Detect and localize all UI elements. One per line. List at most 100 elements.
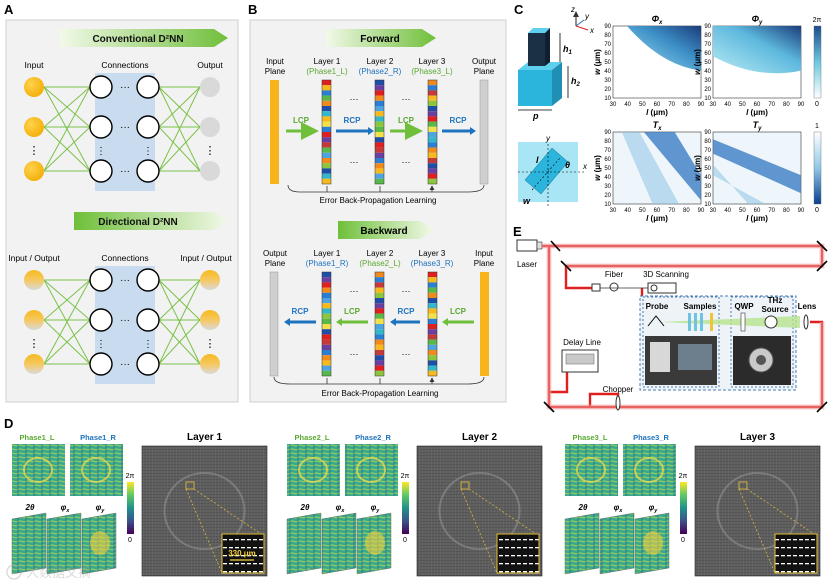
backward-banner bbox=[338, 221, 434, 239]
y-tick-label: 50 bbox=[604, 166, 611, 172]
hidden-node bbox=[89, 75, 113, 99]
metasurface-pixel bbox=[428, 365, 437, 371]
rcp-label: RCP bbox=[398, 307, 416, 316]
metasurface-pixel bbox=[428, 282, 437, 288]
y-tick-label: 30 bbox=[604, 78, 611, 84]
horizontal-dots: ··· bbox=[120, 275, 130, 286]
metasurface-pixel bbox=[322, 137, 331, 143]
horizontal-dots: ··· bbox=[120, 359, 130, 370]
phase-r-map bbox=[345, 444, 398, 496]
horizontal-dots: ··· bbox=[350, 94, 359, 104]
phase-r-map bbox=[623, 444, 676, 496]
output-plane-label: Output bbox=[472, 57, 497, 66]
x-tick-label: 50 bbox=[739, 208, 746, 214]
vertical-dots: ⋮ bbox=[29, 338, 40, 350]
h1-label: h1 bbox=[563, 44, 573, 56]
vertical-dots: ⋮ bbox=[143, 339, 153, 350]
metasurface-pixel bbox=[428, 287, 437, 293]
x-tick-label: 50 bbox=[739, 102, 746, 108]
panel-b: B Forward Input Plane Layer 1 (Phase1_L)… bbox=[248, 2, 507, 403]
metasurface-pixel bbox=[322, 100, 331, 106]
map-x-axis-label: l (μm) bbox=[746, 214, 768, 223]
zoom-guide-lines bbox=[460, 488, 540, 574]
conventional-banner bbox=[60, 29, 228, 47]
backward-layer-strips bbox=[321, 271, 438, 377]
layer-ring-pattern bbox=[716, 472, 799, 550]
bwd-layer2-phase: (Phase2_L) bbox=[359, 259, 401, 268]
metasurface-pixel bbox=[322, 147, 331, 153]
zoom-inset bbox=[221, 533, 265, 574]
connection-lines-top bbox=[43, 86, 201, 172]
metasurface-pixel bbox=[375, 308, 384, 314]
metasurface-pixel bbox=[375, 272, 384, 278]
mirror bbox=[560, 260, 572, 272]
metasurface-pixel bbox=[428, 360, 437, 366]
y-tick-label: 20 bbox=[704, 87, 711, 93]
error-label-forward: Error Back-Propagation Learning bbox=[320, 196, 437, 205]
metasurface-pixel bbox=[428, 318, 437, 324]
metasurface-pixel bbox=[375, 287, 384, 293]
phix-label: φx bbox=[336, 503, 346, 514]
metasurface-pixel bbox=[375, 303, 384, 309]
output-plane-label: Plane bbox=[265, 259, 286, 268]
metasurface-pixel bbox=[428, 95, 437, 101]
bwd-layer2-name: Layer 2 bbox=[367, 249, 394, 258]
x-tick-label: 50 bbox=[639, 102, 646, 108]
phase-r-map bbox=[70, 444, 123, 496]
x-tick-label: 30 bbox=[610, 102, 617, 108]
hidden-dots-bottom: ··· ··· ··· ⋮ ⋮ bbox=[96, 275, 153, 370]
output-plane-bar-backward bbox=[269, 271, 279, 377]
x-axis-icon bbox=[575, 25, 589, 31]
metasurface-pixel bbox=[375, 360, 384, 366]
y-tick-label: 10 bbox=[604, 96, 611, 102]
panel-label-c: C bbox=[514, 2, 524, 17]
y-tick-label: 70 bbox=[704, 42, 711, 48]
metasurface-pixel bbox=[322, 324, 331, 330]
x-tick-label: 70 bbox=[768, 208, 775, 214]
connection-line bbox=[43, 279, 91, 321]
y-tick-label: 90 bbox=[604, 24, 611, 30]
top-y-label: y bbox=[545, 134, 551, 143]
fwd-layer3-name: Layer 3 bbox=[419, 57, 446, 66]
metasurface-pixel bbox=[322, 287, 331, 293]
directional-title: Directional D²NN bbox=[98, 217, 177, 228]
w-label: w bbox=[523, 196, 531, 206]
x-tick-label: 50 bbox=[639, 208, 646, 214]
layer-title: Layer 2 bbox=[462, 432, 497, 443]
map-transmission-band bbox=[643, 132, 701, 201]
thz-label-2: Source bbox=[761, 305, 789, 314]
connections-label-bottom: Connections bbox=[101, 253, 148, 263]
x-tick-label: 90 bbox=[698, 102, 705, 108]
x-tick-label: 40 bbox=[724, 102, 731, 108]
metasurface-pixel bbox=[322, 277, 331, 283]
metasurface-pixel bbox=[375, 173, 384, 179]
phase-r-label: Phase3_R bbox=[633, 433, 669, 442]
laser-box bbox=[516, 239, 538, 252]
metasurface-pixel bbox=[322, 365, 331, 371]
connection-line bbox=[158, 279, 201, 321]
input-label: Input bbox=[25, 60, 45, 70]
input-node bbox=[24, 117, 44, 137]
beam-splitter bbox=[550, 240, 561, 252]
metasurface-pixel bbox=[428, 121, 437, 127]
metasurface-pixel bbox=[375, 95, 384, 101]
map-y-axis-label: w (μm) bbox=[693, 49, 702, 75]
y-tick-label: 40 bbox=[704, 69, 711, 75]
hidden-node bbox=[136, 75, 160, 99]
x-tick-label: 60 bbox=[754, 102, 761, 108]
watermark: 大数据文摘 bbox=[6, 564, 91, 580]
rcp-arrowhead bbox=[284, 318, 290, 326]
hidden-nodes-bottom bbox=[89, 268, 160, 376]
phase-r-label: Phase1_R bbox=[80, 433, 116, 442]
x-tick-label: 90 bbox=[798, 208, 805, 214]
input-plane-label: Input bbox=[475, 249, 494, 258]
rcp-arrowhead bbox=[470, 127, 476, 135]
forward-dots: ··· ··· ··· ··· bbox=[350, 94, 411, 167]
chopper-icon bbox=[615, 395, 621, 411]
